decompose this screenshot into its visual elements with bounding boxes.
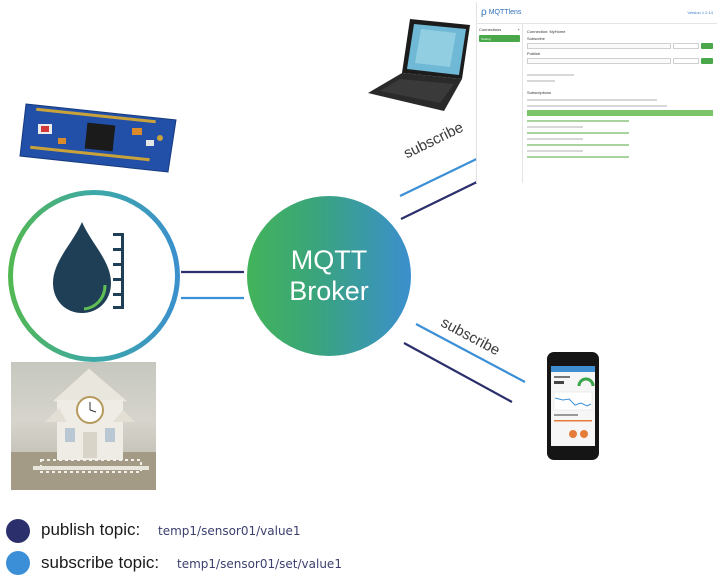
laptop-publish-line	[400, 179, 482, 220]
subscriptions-label: Subscriptions	[527, 90, 552, 95]
connection-item: Testing	[479, 35, 520, 42]
app-logo: ρ MQTTlens	[481, 7, 521, 18]
broker-title-line2: Broker	[289, 276, 369, 306]
publish-legend-label: publish topic:	[41, 520, 141, 539]
publish-button	[701, 58, 713, 64]
connection-section-label: Connection: MyHome	[527, 29, 566, 34]
connections-label: Connections	[479, 27, 502, 32]
app-name: MQTTlens	[488, 9, 522, 16]
subscribe-button	[701, 43, 713, 49]
publish-legend-dot	[6, 519, 30, 543]
app-header: ρ MQTTlens Version 1.2.14	[477, 2, 717, 24]
subscribe-topic-field	[527, 43, 671, 49]
publish-section-label: Publish	[527, 51, 541, 56]
sensor-ring	[8, 190, 180, 362]
broker-title-line1: MQTT	[290, 245, 368, 275]
message-list	[527, 99, 713, 158]
subscribe-topic-value: temp1/sensor01/set/value1	[177, 557, 342, 571]
add-connection-icon: +	[517, 27, 520, 32]
mqtt-broker: MQTT Broker	[247, 196, 411, 356]
phone-dashboard	[553, 376, 595, 438]
smartphone-icon	[547, 352, 599, 460]
laptop-subscribe-line	[399, 151, 492, 197]
water-drop-scale-icon	[53, 222, 124, 313]
app-sidebar: Connections + Testing	[477, 24, 523, 183]
phone-publish-line	[403, 342, 513, 403]
publish-topic-value: temp1/sensor01/value1	[158, 524, 301, 538]
phone-subscribe-line	[415, 323, 526, 383]
subscribe-section-label: Subscribe	[527, 36, 545, 41]
subscribe-legend-dot	[6, 551, 30, 575]
mqttlens-app-screenshot: ρ MQTTlens Version 1.2.14 Connections + T…	[476, 2, 717, 183]
clock-house-photo	[11, 362, 156, 490]
subscribe-legend-label: subscribe topic:	[41, 553, 160, 572]
mqttlens-logo-icon: ρ	[481, 7, 487, 18]
app-version: Version 1.2.14	[687, 10, 713, 15]
publish-topic-field	[527, 58, 671, 64]
laptop-icon	[368, 19, 470, 111]
app-main-panel: Connection: MyHome Subscribe Publish Sub…	[523, 24, 717, 183]
arduino-board-image	[19, 103, 177, 173]
